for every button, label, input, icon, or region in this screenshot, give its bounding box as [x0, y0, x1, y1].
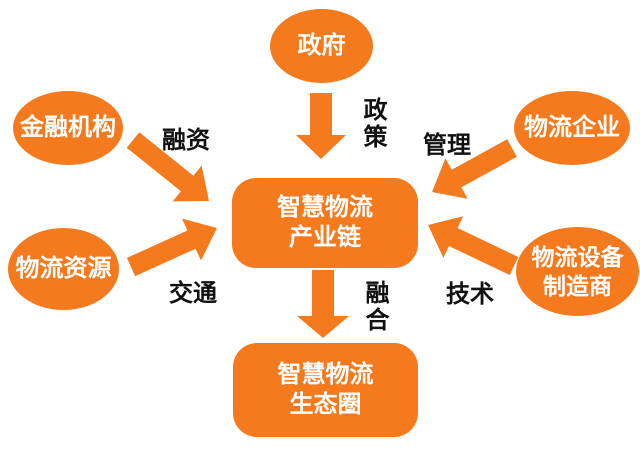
logistics-enterprises-label: 物流企业 [524, 114, 620, 141]
industry-chain-node: 智慧物流 产业链 [232, 178, 418, 268]
technology-arrow [428, 216, 519, 275]
integration-arrow [297, 270, 349, 338]
equipment-manufacturers-node: 物流设备 制造商 [516, 227, 639, 316]
ecosystem-label: 智慧物流 生态圈 [278, 360, 374, 420]
financial-institutions-node: 金融机构 [13, 91, 123, 165]
integration-edge-label: 融合 [361, 280, 388, 334]
industry-chain-line1: 智慧物流 [277, 194, 373, 221]
management-edge-label: 管理 [423, 132, 471, 159]
equipment-manufacturers-label: 物流设备 制造商 [532, 243, 624, 301]
ecosystem-node: 智慧物流 生态圈 [233, 343, 418, 437]
financial-institutions-label: 金融机构 [20, 114, 116, 141]
ecosystem-line2: 生态圈 [289, 391, 362, 418]
government-label: 政府 [297, 32, 346, 59]
ecosystem-line1: 智慧物流 [277, 361, 374, 388]
financing-edge-label: 融资 [162, 127, 210, 154]
industry-chain-line2: 产业链 [289, 224, 361, 251]
transport-edge-label: 交通 [169, 280, 217, 307]
transport-arrow [126, 218, 217, 277]
government-node: 政府 [270, 9, 373, 83]
technology-edge-label: 技术 [446, 281, 494, 308]
equipment-manufacturers-line2: 制造商 [543, 272, 612, 299]
policy-arrow [296, 93, 346, 159]
logistics-resources-label: 物流资源 [15, 255, 112, 282]
equipment-manufacturers-line1: 物流设备 [531, 243, 624, 270]
logistics-resources-node: 物流资源 [8, 228, 119, 310]
industry-chain-label: 智慧物流 产业链 [277, 193, 373, 253]
logistics-enterprises-node: 物流企业 [514, 91, 630, 165]
policy-edge-label: 政策 [359, 97, 386, 151]
